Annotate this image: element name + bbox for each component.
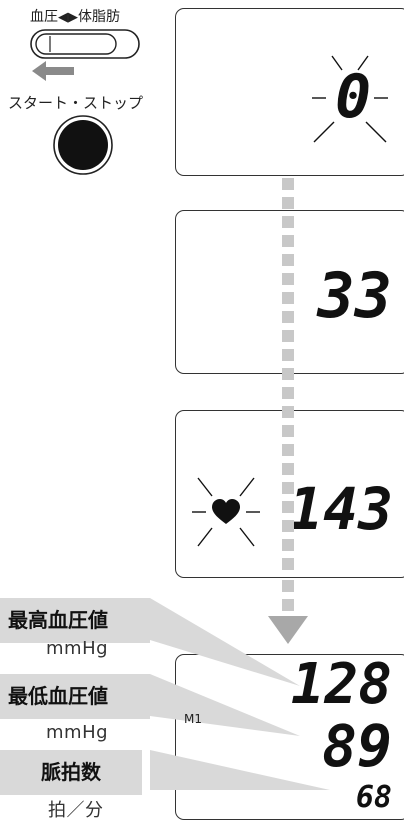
- connector-dash: [282, 216, 294, 228]
- connector-dash: [282, 178, 294, 190]
- connector-dash: [282, 558, 294, 570]
- connector-dash: [282, 520, 294, 532]
- start-stop-label: スタート・ストップ: [8, 94, 144, 112]
- down-arrow-icon: [268, 616, 308, 644]
- switch-label-bp: 血圧: [30, 9, 58, 25]
- display-step-1: [175, 8, 404, 176]
- diastolic-unit: mmHg: [46, 722, 109, 743]
- connector-dash: [282, 580, 294, 592]
- blink-rays-icon: [312, 55, 388, 143]
- pointer-wedges: [150, 598, 330, 790]
- diastolic-label: 最低血圧値: [0, 674, 150, 719]
- connector-dash: [282, 387, 294, 399]
- connector-dash: [282, 539, 294, 551]
- pulse-unit: 拍／分: [48, 800, 104, 821]
- systolic-unit: mmHg: [46, 638, 109, 659]
- display-value-1: 0: [334, 62, 372, 132]
- diastolic-value: 89: [322, 712, 392, 780]
- mode-switch[interactable]: [30, 28, 142, 64]
- pulse-label: 脈拍数: [0, 750, 142, 795]
- connector-dash: [282, 501, 294, 513]
- memory-indicator: M1: [184, 712, 202, 726]
- switch-arrows: ◀▶: [58, 10, 78, 25]
- connector-dash: [282, 292, 294, 304]
- display-value-2: 33: [317, 259, 392, 332]
- systolic-label: 最高血圧値: [0, 598, 150, 643]
- connector-dash: [282, 330, 294, 342]
- connector-dash: [282, 599, 294, 611]
- connector-dash: [282, 463, 294, 475]
- switch-label: 血圧◀▶体脂肪: [30, 6, 120, 26]
- switch-label-bodyfat: 体脂肪: [78, 9, 120, 25]
- pulse-value: 68: [355, 780, 392, 815]
- connector-dash: [282, 368, 294, 380]
- connector-dash: [282, 235, 294, 247]
- connector-dash: [282, 406, 294, 418]
- systolic-value: 128: [290, 652, 392, 717]
- connector-dash: [282, 254, 294, 266]
- display-value-3: 143: [288, 475, 393, 543]
- heart-blink-icon: [192, 477, 260, 547]
- connector-dash: [282, 273, 294, 285]
- start-stop-button[interactable]: [52, 114, 114, 176]
- connector-dash: [282, 349, 294, 361]
- connector-dash: [282, 197, 294, 209]
- connector-dash: [282, 425, 294, 437]
- connector-dash: [282, 444, 294, 456]
- left-arrow-icon: [32, 61, 74, 81]
- connector-dash: [282, 311, 294, 323]
- connector-dash: [282, 482, 294, 494]
